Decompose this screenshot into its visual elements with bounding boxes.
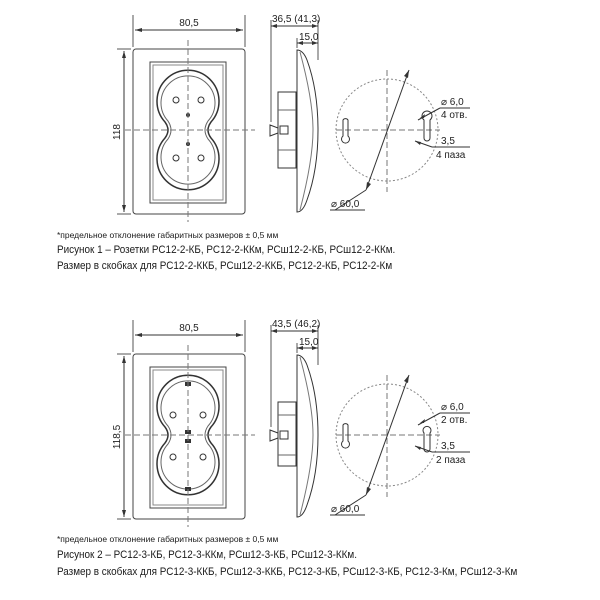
- height-dimension: 118,5: [112, 424, 123, 449]
- hole-count-label: 2 отв.: [441, 415, 467, 426]
- plate-dimension: 15,0: [299, 337, 319, 348]
- mounting-diagram: ⌀ 60,0 ⌀ 6,0 2 отв. 3,5 2 паза: [330, 374, 470, 516]
- width-dimension: 80,5: [179, 18, 199, 29]
- hole-diameter-label: ⌀ 6,0: [441, 97, 464, 108]
- hole-count-label: 4 отв.: [441, 110, 467, 121]
- tolerance-note-1: *предельное отклонение габаритных размер…: [57, 230, 279, 240]
- side-view: 36,5 (41,3) 15,0: [269, 14, 320, 213]
- figure-2: 80,5 118,5 43,5 (46,2) 15,0: [112, 319, 470, 527]
- figure-caption-2: Рисунок 2 – РС12-3-КБ, РС12-3-ККм, РСш12…: [57, 549, 357, 561]
- depth-dimension: 36,5 (41,3): [272, 14, 320, 25]
- slot-width-label: 3,5: [441, 441, 455, 452]
- side-view: 43,5 (46,2) 15,0: [269, 319, 320, 518]
- slot-count-label: 4 паза: [436, 150, 466, 161]
- mounting-diagram: ⌀ 60,0 ⌀ 6,0 4 отв. 3,5 4 паза: [330, 69, 470, 211]
- hole-diameter-label: ⌀ 6,0: [441, 402, 464, 413]
- height-dimension: 118: [112, 124, 123, 140]
- front-view: 80,5 118,5: [112, 320, 255, 527]
- width-dimension: 80,5: [179, 323, 199, 334]
- bracket-note-2: Размер в скобках для РС12-3-ККБ, РСш12-3…: [57, 566, 518, 578]
- figure-caption-1: Рисунок 1 – Розетки РС12-2-КБ, РС12-2-КК…: [57, 244, 396, 256]
- front-view: 80,5 118: [112, 15, 255, 222]
- plate-dimension: 15,0: [299, 32, 319, 43]
- tolerance-note-2: *предельное отклонение габаритных размер…: [57, 534, 279, 544]
- mount-diameter-label: ⌀ 60,0: [331, 199, 360, 210]
- bracket-note-1: Размер в скобках для РС12-2-ККБ, РСш12-2…: [57, 260, 393, 272]
- figure-1: 80,5 118 36,5 (41,3) 15,0: [112, 14, 470, 222]
- depth-dimension: 43,5 (46,2): [272, 319, 320, 330]
- slot-width-label: 3,5: [441, 136, 455, 147]
- slot-count-label: 2 паза: [436, 455, 466, 466]
- mount-diameter-label: ⌀ 60,0: [331, 504, 360, 515]
